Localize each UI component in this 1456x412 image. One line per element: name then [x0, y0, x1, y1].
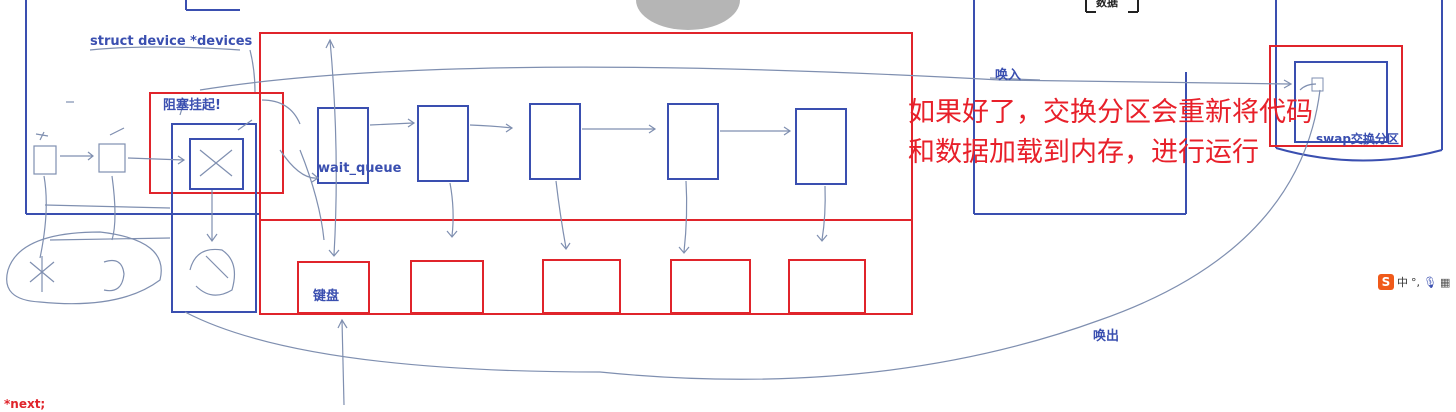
device-box	[410, 260, 484, 314]
queue-nodes	[317, 103, 847, 185]
blocked-red-box	[149, 92, 284, 194]
queue-node	[317, 107, 369, 184]
left-scribbles	[6, 46, 320, 305]
ime-logo-icon[interactable]: S	[1378, 274, 1394, 290]
swap-in-label: 唤入	[995, 68, 1022, 83]
wait-queue-label: wait_queue	[318, 161, 402, 176]
data-box-bracket	[1085, 0, 1139, 13]
swap-cylinder	[1275, 0, 1443, 162]
blocked-label: 阻塞挂起!	[163, 98, 221, 113]
ime-punct-toggle[interactable]: °,	[1411, 275, 1420, 289]
overlay-annotation-line2: 和数据加载到内存，进行运行	[908, 137, 1259, 168]
swap-inner-box	[1294, 61, 1388, 143]
top-gray-circle	[636, 0, 740, 30]
struct-devices-label: struct device *devices	[90, 34, 253, 49]
keyboard-label: 键盘	[313, 289, 340, 304]
swap-small-node	[1311, 77, 1324, 92]
queue-node	[417, 105, 469, 182]
queue-node	[795, 108, 847, 185]
swap-out-curve	[184, 83, 1321, 380]
keyboard-arrows	[299, 38, 348, 406]
outer-frame	[25, 0, 1187, 215]
swap-out-label: 唤出	[1093, 329, 1120, 344]
ime-toolbar[interactable]: S 中 °, 🎙 ▦	[1378, 272, 1456, 292]
queue-node	[667, 103, 719, 180]
data-box-label: 数据	[1096, 0, 1118, 9]
device-box	[542, 259, 621, 314]
blocked-process-node	[189, 138, 244, 190]
swap-in-curve	[199, 66, 1293, 91]
blocked-column	[171, 123, 257, 313]
grid-icon[interactable]: ▦	[1439, 275, 1451, 289]
overlay-annotation-line1: 如果好了，交换分区会重新将代码	[908, 97, 1313, 128]
next-pointer-label: *next;	[4, 397, 46, 411]
swap-red-box	[1269, 45, 1403, 147]
microphone-icon[interactable]: 🎙	[1423, 275, 1437, 289]
down-arrows	[446, 180, 828, 254]
queue-node	[529, 103, 581, 180]
wait-queue-red-box	[259, 32, 913, 221]
device-box	[670, 259, 751, 314]
device-red-box	[259, 219, 913, 315]
swap-in-arrow	[989, 77, 1041, 81]
ime-mode-toggle[interactable]: 中	[1397, 276, 1408, 289]
queue-arrows	[369, 118, 792, 136]
device-boxes	[297, 259, 866, 314]
keyboard-device	[297, 261, 370, 314]
device-box	[788, 259, 866, 314]
swap-area-label: swap交换分区	[1316, 132, 1399, 146]
